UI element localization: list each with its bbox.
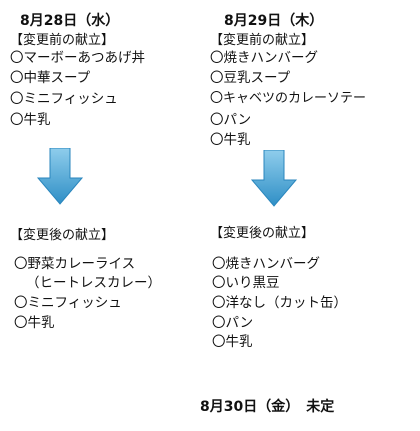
day-30-note: 8月30日（金） 未定 xyxy=(200,399,335,415)
day-29-before-label: 【変更前の献立】 xyxy=(210,33,315,48)
day-28-after-item: 〇牛乳 xyxy=(14,315,55,331)
day-29-before-item: 〇焼きハンバーグ xyxy=(210,50,318,66)
day-28-before-item: 〇ミニフィッシュ xyxy=(10,91,118,107)
day-29-before-item: 〇キャベツのカレーソテー xyxy=(210,91,367,106)
day-28-after-item: 〇ミニフィッシュ xyxy=(14,295,122,311)
day-28-before-item: 〇牛乳 xyxy=(10,112,51,128)
day-29-after-item: 〇いり黒豆 xyxy=(212,275,280,291)
day-29-before-item: 〇牛乳 xyxy=(210,132,251,148)
day-29-after-item: 〇牛乳 xyxy=(212,334,253,350)
day-28-before-item: 〇中華スープ xyxy=(10,70,91,86)
day-29-after-item: 〇洋なし（カット缶） xyxy=(212,295,347,311)
day-28-before-item: 〇マーボーあつあげ丼 xyxy=(10,50,145,66)
day-28-after-item: 〇野菜カレーライス xyxy=(14,256,136,272)
day-29-after-item: 〇焼きハンバーグ xyxy=(212,256,320,272)
day-29-after-label: 【変更後の献立】 xyxy=(210,226,315,241)
day-28-after-item: （ヒートレスカレー） xyxy=(26,275,161,291)
day-29-before-item: 〇豆乳スープ xyxy=(210,70,291,86)
day-29-before-item: 〇パン xyxy=(210,112,252,128)
day-28-date: 8月28日（水） xyxy=(20,13,120,29)
down-arrow-icon xyxy=(250,150,298,207)
day-28-before-label: 【変更前の献立】 xyxy=(10,33,115,48)
day-29-after-item: 〇パン xyxy=(212,315,254,331)
down-arrow-icon xyxy=(36,148,84,205)
day-29-date: 8月29日（木） xyxy=(224,13,324,29)
day-28-after-label: 【変更後の献立】 xyxy=(10,228,115,243)
